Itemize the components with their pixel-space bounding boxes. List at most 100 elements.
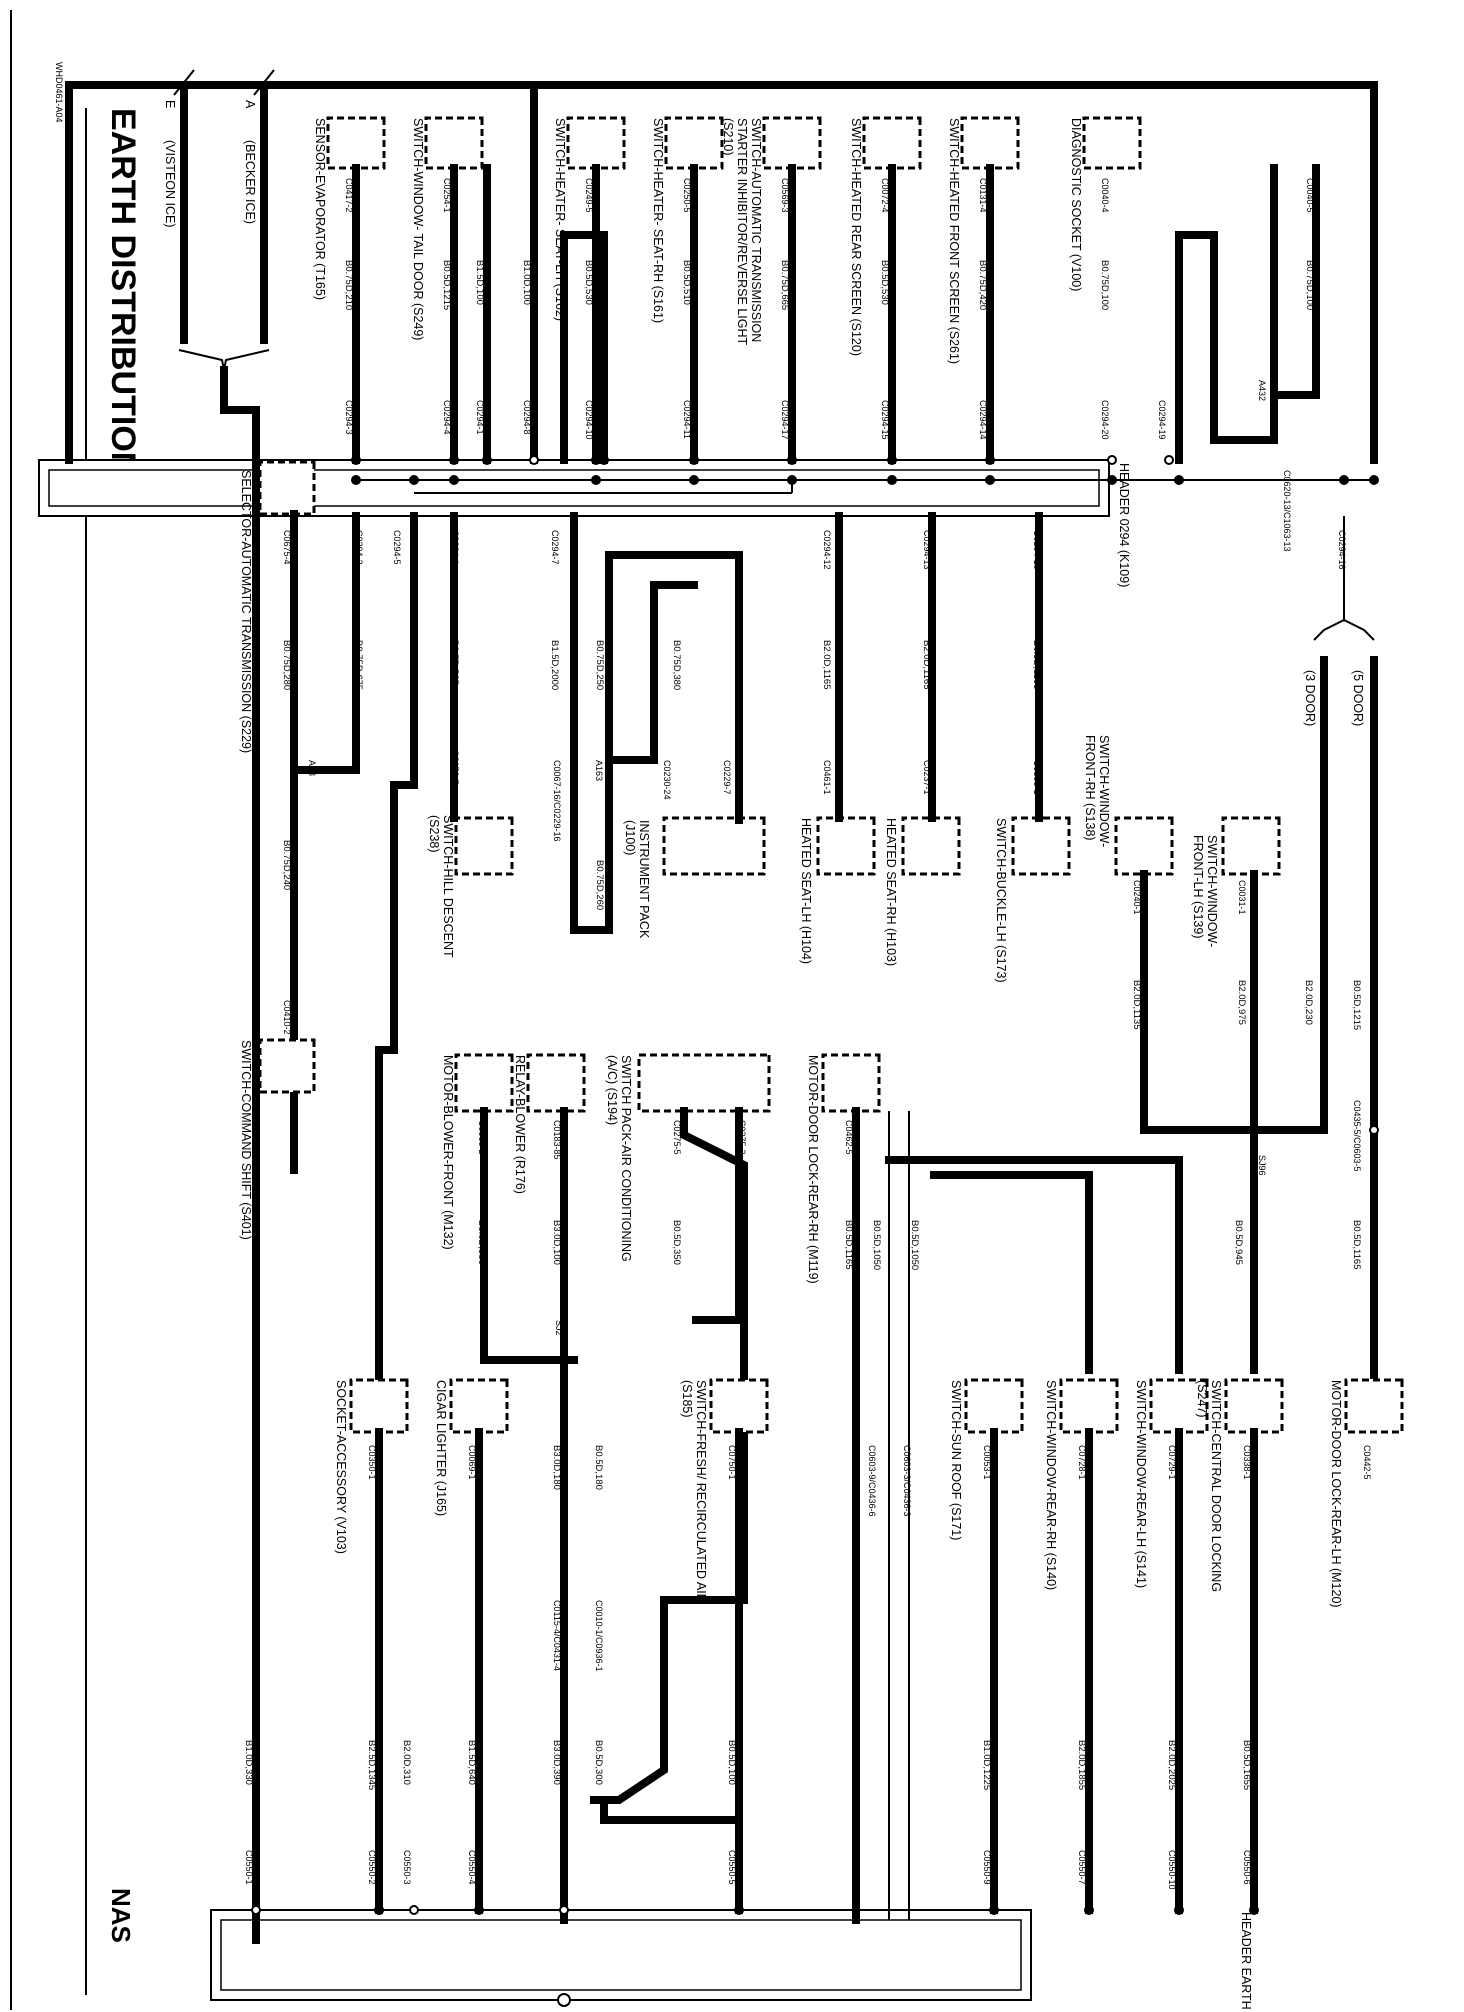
component-label-1: SWITCH-WINDOW- TAIL DOOR (S249) <box>411 118 425 340</box>
rc-label-0: SOCKET-ACCESSORY (V103) <box>334 1380 348 1554</box>
header-pin-label-4: C0294-10 <box>584 400 594 440</box>
header-0294-outer <box>38 459 1110 517</box>
wire-label-9: B0.75D,100 <box>1099 260 1110 310</box>
sj96-wire2: B0.5D,1165 <box>1351 1220 1362 1269</box>
rc-pin-6: C0729-1 <box>1167 1445 1177 1480</box>
hill-descent-label: SWITCH-HILL DESCENT(S238) <box>427 815 455 958</box>
component-label-0: SENSOR-EVAPORATOR (T165) <box>313 118 327 300</box>
rc-epin-5: C0550-7 <box>1077 1850 1087 1885</box>
connector-pin-0: C0417-2 <box>344 178 354 213</box>
header-earth-outer <box>210 1909 1032 2001</box>
instrument-hpin: C0294-7 <box>550 530 560 565</box>
switch-pack-pin: C0275-5 <box>672 1120 682 1155</box>
header-pin-label-11: C0294-9 <box>592 400 602 435</box>
win-front-lh-connector <box>1221 816 1281 876</box>
component-label-1-line: SWITCH-WINDOW- TAIL DOOR (S249) <box>411 118 425 340</box>
bus-dot-0 <box>1369 475 1379 485</box>
bus-dot-2 <box>1174 475 1184 485</box>
relay-blower-label-line: RELAY-BLOWER (R176) <box>513 1055 527 1194</box>
rc-epin-7: C0550-6 <box>1242 1850 1252 1885</box>
rc-pin-4: C0053-1 <box>982 1445 992 1480</box>
rc-label-8-line: MOTOR-DOOR LOCK-REAR-LH (M120) <box>1329 1380 1343 1608</box>
rc-wire-6: B2.0D,2025 <box>1166 1740 1177 1790</box>
sj96-label: SJ96 <box>1257 1155 1267 1176</box>
market-label: NAS <box>106 1888 136 1943</box>
heated-seat-rh-label: HEATED SEAT-RH (H103) <box>884 818 898 966</box>
header-earth-inner <box>220 1919 1022 1991</box>
fresh-earth-pin <box>559 1905 569 1915</box>
diag-pin2: C0040-5 <box>1305 178 1315 213</box>
rc-label-5: SWITCH-WINDOW-REAR-RH (S140) <box>1044 1380 1058 1590</box>
earth-point <box>557 1993 571 2007</box>
win-front-rh-label-line: FRONT-RH (S138) <box>1083 735 1097 841</box>
wire-instrument-loop <box>605 551 743 934</box>
door-lock-rear-rh-wire: B0.5D,1165 <box>843 1220 854 1269</box>
wire-win-front-rh <box>1140 870 1328 1134</box>
switch-pack-connector <box>637 1053 771 1113</box>
win-front-rh-label: SWITCH-WINDOW-FRONT-RH (S138) <box>1083 735 1111 847</box>
heated-seat-lh-wire: B2.0D,1165 <box>821 640 832 689</box>
wire-instrument-380 <box>605 581 698 764</box>
rc-epin-3: C0550-5 <box>727 1850 737 1885</box>
component-label-7-line: SWITCH-HEATED REAR SCREEN (S120) <box>849 118 863 356</box>
rc-label-0-line: SOCKET-ACCESSORY (V103) <box>334 1380 348 1554</box>
switch-pack-label-line: SWITCH PACK-AIR CONDITIONING <box>619 1055 633 1262</box>
bus-dot-11 <box>351 475 361 485</box>
first-earth-pin: C0550-1 <box>244 1850 254 1885</box>
instrument-wire3: B0.75D,260 <box>594 860 605 910</box>
rc-connector-8 <box>1344 1378 1404 1434</box>
sj96-pin-circle <box>1369 1125 1379 1135</box>
rc-epin-6: C0550-10 <box>1167 1850 1177 1890</box>
blower-front-label-line: MOTOR-BLOWER-FRONT (M132) <box>441 1055 455 1250</box>
switch-pack-label-line: (A/C) (S194) <box>605 1055 619 1125</box>
heated-seat-rh-label-line: HEATED SEAT-RH (H103) <box>884 818 898 966</box>
bus-dot-8 <box>591 475 601 485</box>
rc-label-3: SWITCH-FRESH/ RECIRCULATED AIR(S185) <box>680 1380 708 1603</box>
wire-label-6: B0.75D,665 <box>779 260 790 310</box>
connector-6 <box>762 116 822 170</box>
rc-connector-5 <box>1059 1378 1119 1434</box>
heated-seat-lh-hpin: C0294-12 <box>822 530 832 570</box>
connector-8 <box>960 116 1020 170</box>
fresh-wire-3: B0.5D,300 <box>593 1740 604 1785</box>
header-pin-9 <box>1107 455 1117 465</box>
wire-diag-to-19 <box>1175 231 1278 464</box>
win-front-rh-pin: C0240-1 <box>1132 880 1142 915</box>
command-shift-label-line: SWITCH-COMMAND SHIFT (S401) <box>239 1040 253 1240</box>
rc-label-7-line: SWITCH-CENTRAL DOOR LOCKING <box>1209 1380 1223 1592</box>
page-title: EARTH DISTRIBUTION <box>104 108 142 476</box>
door-lock-rear-rh-label: MOTOR-DOOR LOCK-REAR-RH (M119) <box>806 1055 820 1284</box>
wire-instrument-main <box>570 512 613 934</box>
wire-label-8: B0.75D,420 <box>977 260 988 310</box>
relay-splice: SJ2 <box>554 1320 564 1336</box>
door-lock-wire2: B0.5D,1050 <box>871 1220 882 1270</box>
hill-descent-label-line: (S238) <box>427 815 441 853</box>
connector-pin-5: C0250-5 <box>682 178 692 213</box>
wire-c0294-2 <box>290 512 360 774</box>
rc-pin-0: C0350-1 <box>367 1445 377 1480</box>
instrument-label-line: (J100) <box>623 820 637 855</box>
relay-blower-pin: C0183-85 <box>552 1120 562 1160</box>
header-pin-label-6: C0294-17 <box>780 400 790 440</box>
first-earth-wire: B1.0D,330 <box>243 1740 254 1785</box>
rc-label-7-line: (S247) <box>1195 1380 1209 1418</box>
relay-blower-wire: B3.0D,100 <box>551 1220 562 1265</box>
wire-label-7: B0.5D,530 <box>879 260 890 305</box>
rc-label-6-line: SWITCH-WINDOW-REAR-LH (S141) <box>1134 1380 1148 1588</box>
wire-c0294-9-loop <box>560 231 608 464</box>
first-earth-pin-circle <box>251 1905 261 1915</box>
header-pin-10 <box>1164 455 1174 465</box>
rc-wire-5: B2.0D,1855 <box>1076 1740 1087 1790</box>
wire-rear-lh-switch-loop <box>885 1156 1183 1374</box>
connector-pin-8: C0131-4 <box>978 178 988 213</box>
rc-wire-4: B1.0D,1225 <box>981 1740 992 1790</box>
instrument-pin2: C0230-24 <box>662 760 672 800</box>
sj96-wire: B0.5D,945 <box>1233 1220 1244 1265</box>
bus-dot-4 <box>985 475 995 485</box>
rc-pin-1: C0069-1 <box>467 1445 477 1480</box>
rc-label-1-line: CIGAR LIGHTER (J165) <box>434 1380 448 1516</box>
header-0294-inner <box>48 469 1100 507</box>
component-label-7: SWITCH-HEATED REAR SCREEN (S120) <box>849 118 863 356</box>
instrument-pin: C0067-16/C0229-16 <box>552 760 562 842</box>
